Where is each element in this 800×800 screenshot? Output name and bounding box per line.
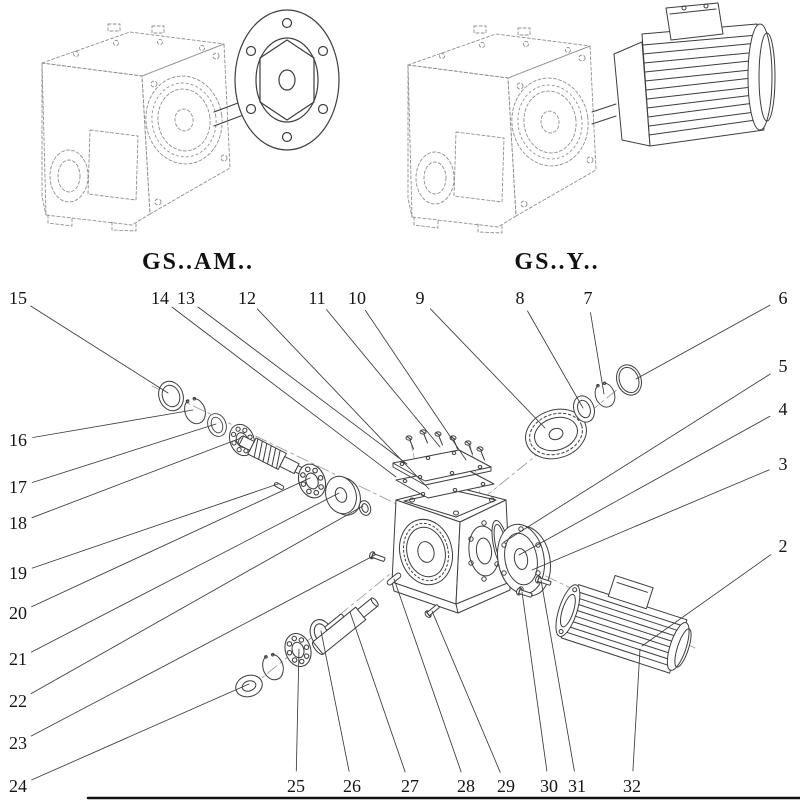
key-pin-19 bbox=[273, 482, 285, 490]
callout-number-7: 7 bbox=[584, 288, 593, 308]
gs-y-drawing bbox=[407, 2, 776, 234]
callout-number-16: 16 bbox=[9, 430, 27, 450]
gearbox-outline-am bbox=[41, 23, 231, 232]
callout-number-8: 8 bbox=[516, 288, 525, 308]
callout-number-27: 27 bbox=[401, 776, 419, 796]
callout-number-29: 29 bbox=[497, 776, 515, 796]
leader-line-4 bbox=[518, 415, 771, 556]
callout-number-2: 2 bbox=[779, 536, 788, 556]
gs-am-drawing bbox=[41, 9, 340, 232]
leader-line-30 bbox=[521, 591, 548, 772]
callout-number-22: 22 bbox=[9, 691, 27, 711]
leader-line-15 bbox=[30, 305, 169, 394]
bearing-25 bbox=[280, 629, 316, 671]
motor-exploded bbox=[555, 574, 692, 674]
leader-line-8 bbox=[527, 310, 584, 409]
leader-line-24 bbox=[31, 683, 250, 781]
motor-drawing bbox=[591, 2, 776, 147]
exploded-view bbox=[151, 364, 696, 698]
leader-line-3 bbox=[531, 469, 770, 571]
callout-number-32: 32 bbox=[623, 776, 641, 796]
callout-number-25: 25 bbox=[287, 776, 305, 796]
callout-number-19: 19 bbox=[9, 563, 27, 583]
leader-line-19 bbox=[31, 483, 279, 569]
leader-line-25 bbox=[295, 648, 300, 772]
inspection-cover-plate bbox=[392, 449, 492, 486]
spacer-ring-17 bbox=[204, 410, 230, 440]
callout-number-10: 10 bbox=[348, 288, 366, 308]
end-washer-24 bbox=[235, 674, 263, 698]
leader-line-5 bbox=[503, 373, 771, 543]
callout-number-6: 6 bbox=[779, 288, 788, 308]
helical-gear-9 bbox=[525, 408, 587, 460]
leader-line-32 bbox=[632, 648, 641, 772]
leader-line-7 bbox=[590, 312, 605, 395]
leader-line-17 bbox=[31, 423, 217, 483]
callout-number-17: 17 bbox=[9, 477, 27, 497]
callout-number-26: 26 bbox=[343, 776, 361, 796]
worm-shaft bbox=[237, 435, 311, 478]
callout-number-18: 18 bbox=[9, 513, 27, 533]
leader-line-16 bbox=[32, 409, 194, 438]
leader-line-18 bbox=[31, 437, 242, 519]
leader-line-22 bbox=[30, 505, 364, 695]
leader-line-23 bbox=[30, 554, 376, 737]
callout-number-24: 24 bbox=[9, 776, 27, 796]
shim-disc-21 bbox=[325, 475, 361, 516]
leader-line-29 bbox=[431, 610, 501, 773]
callout-number-21: 21 bbox=[9, 649, 27, 669]
output-flange-drawing bbox=[213, 9, 340, 151]
leader-line-6 bbox=[635, 304, 771, 380]
callout-number-14: 14 bbox=[151, 288, 169, 308]
leader-line-12 bbox=[256, 308, 430, 490]
leader-line-10 bbox=[364, 309, 467, 461]
o-ring-22 bbox=[358, 500, 372, 516]
gear-housing bbox=[391, 485, 511, 614]
variant-label-gs-y: GS..Y.. bbox=[514, 249, 599, 275]
callout-number-15: 15 bbox=[9, 288, 27, 308]
callout-number-20: 20 bbox=[9, 603, 27, 623]
leader-line-27 bbox=[349, 611, 406, 773]
washer-8 bbox=[573, 395, 595, 423]
retaining-ring-output bbox=[258, 650, 288, 683]
gearbox-outline-y bbox=[407, 25, 597, 234]
leader-line-13 bbox=[197, 306, 408, 465]
callout-number-31: 31 bbox=[568, 776, 586, 796]
leader-line-28 bbox=[393, 578, 462, 773]
callout-number-30: 30 bbox=[540, 776, 558, 796]
leader-line-9 bbox=[429, 308, 546, 429]
leader-line-14 bbox=[171, 306, 397, 478]
leader-line-11 bbox=[326, 309, 441, 448]
callout-number-12: 12 bbox=[238, 288, 256, 308]
leader-line-26 bbox=[320, 630, 350, 772]
oil-seal-15 bbox=[158, 380, 184, 412]
variant-label-gs-am: GS..AM.. bbox=[142, 249, 254, 275]
callout-number-13: 13 bbox=[177, 288, 195, 308]
leader-line-21 bbox=[30, 492, 340, 653]
callout-number-11: 11 bbox=[308, 288, 325, 308]
callout-number-9: 9 bbox=[416, 288, 425, 308]
callout-number-4: 4 bbox=[779, 399, 788, 419]
callout-number-28: 28 bbox=[457, 776, 475, 796]
callout-number-5: 5 bbox=[779, 356, 788, 376]
ring-6 bbox=[616, 364, 642, 396]
leader-line-2 bbox=[641, 554, 772, 647]
retaining-ring-7 bbox=[591, 379, 619, 411]
leader-line-20 bbox=[31, 477, 311, 608]
leader-line-31 bbox=[540, 579, 575, 772]
callout-number-23: 23 bbox=[9, 733, 27, 753]
callout-number-3: 3 bbox=[779, 454, 788, 474]
